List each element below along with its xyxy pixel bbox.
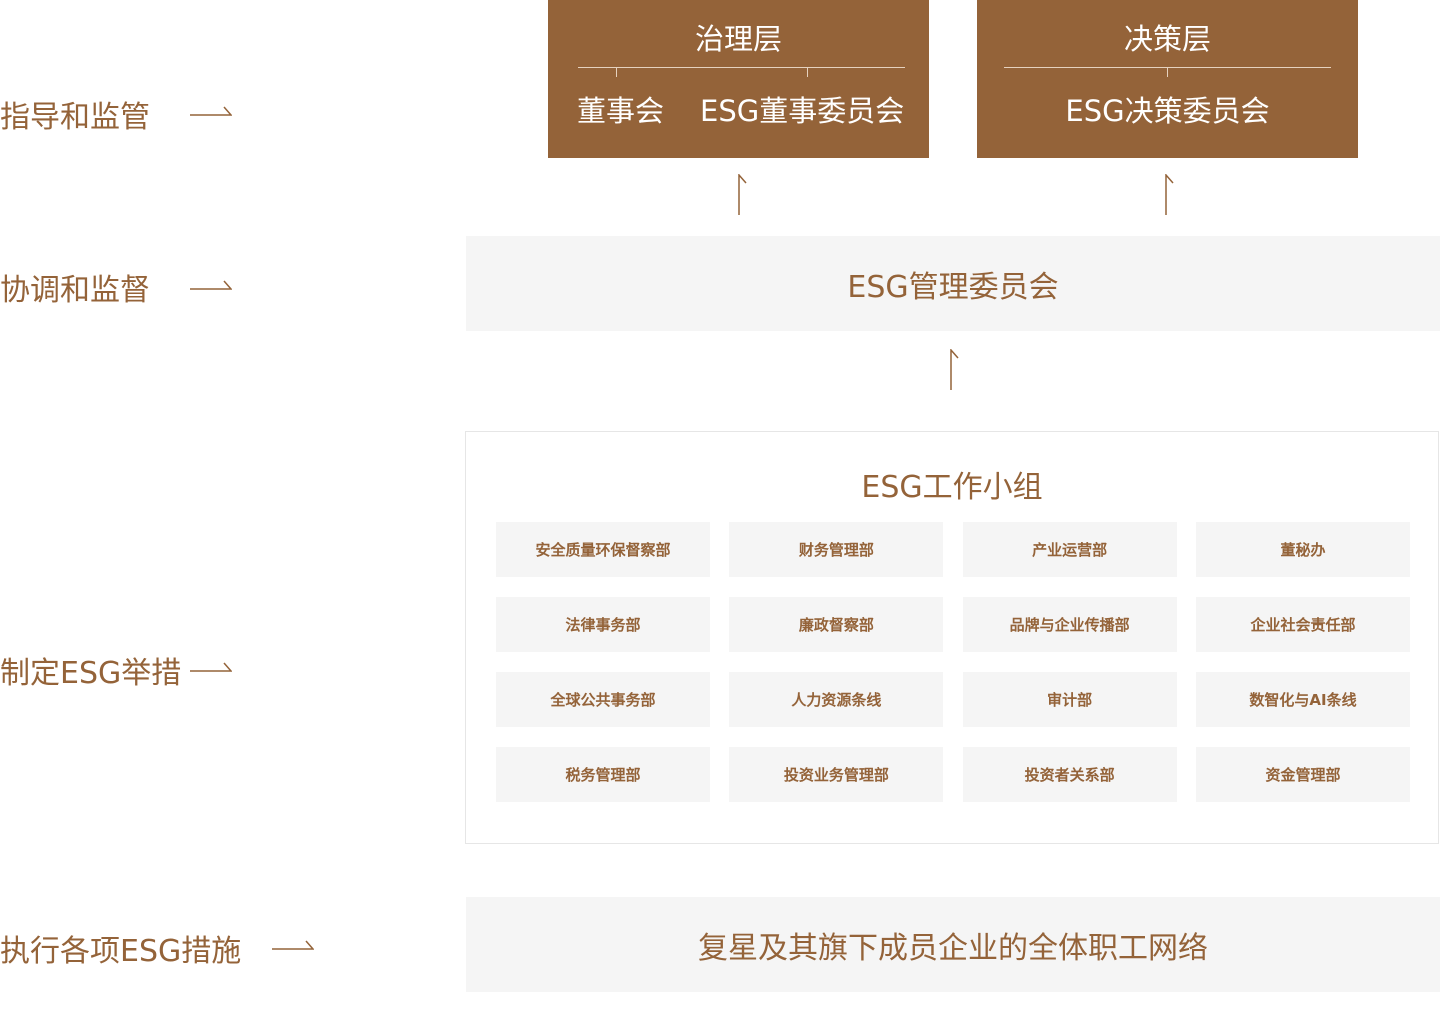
up-arrow-icon — [1158, 173, 1178, 216]
department-item: 安全质量环保督察部 — [496, 522, 710, 577]
right-arrow-icon — [190, 660, 232, 672]
decision-layer-box: 决策层 ESG决策委员会 — [977, 0, 1358, 158]
esg-decision-committee: ESG决策委员会 — [1065, 94, 1270, 128]
right-arrow-icon — [190, 104, 232, 116]
divider-tick — [616, 67, 617, 77]
department-item: 资金管理部 — [1195, 747, 1410, 802]
department-item: 企业社会责任部 — [1195, 597, 1410, 652]
employee-network: 复星及其旗下成员企业的全体职工网络 — [466, 897, 1440, 992]
board-of-directors: 董事会 — [577, 94, 665, 128]
department-grid: 安全质量环保督察部 财务管理部 产业运营部 董秘办 法律事务部 廉政督察部 品牌… — [496, 522, 1410, 802]
department-item: 全球公共事务部 — [496, 672, 710, 727]
esg-management-committee: ESG管理委员会 — [466, 236, 1440, 331]
up-arrow-icon — [731, 173, 751, 216]
up-arrow-icon — [943, 348, 963, 391]
department-item: 品牌与企业传播部 — [962, 597, 1177, 652]
department-item: 数智化与AI条线 — [1195, 672, 1410, 727]
department-item: 产业运营部 — [962, 522, 1177, 577]
label-execute-esg: 执行各项ESG措施 — [0, 934, 242, 969]
department-item: 廉政督察部 — [729, 597, 944, 652]
esg-board-committee: ESG董事委员会 — [700, 94, 905, 128]
right-arrow-icon — [272, 938, 314, 950]
decision-layer-title: 决策层 — [1123, 22, 1211, 56]
department-item: 投资者关系部 — [962, 747, 1177, 802]
label-guide-supervise: 指导和监管 — [0, 100, 150, 135]
divider-line — [578, 67, 905, 68]
divider-tick — [807, 67, 808, 77]
label-formulate-esg: 制定ESG举措 — [0, 656, 182, 691]
department-item: 董秘办 — [1195, 522, 1410, 577]
department-item: 税务管理部 — [496, 747, 710, 802]
esg-working-group-title: ESG工作小组 — [861, 470, 1043, 505]
department-item: 审计部 — [962, 672, 1177, 727]
department-item: 法律事务部 — [496, 597, 710, 652]
department-item: 财务管理部 — [729, 522, 944, 577]
label-coordinate-supervise: 协调和监督 — [0, 273, 150, 308]
governance-layer-box: 治理层 董事会 ESG董事委员会 — [548, 0, 929, 158]
department-item: 投资业务管理部 — [729, 747, 944, 802]
esg-working-group-box: ESG工作小组 安全质量环保督察部 财务管理部 产业运营部 董秘办 法律事务部 … — [465, 431, 1439, 844]
right-arrow-icon — [190, 278, 232, 290]
governance-layer-title: 治理层 — [694, 22, 782, 56]
divider-tick — [1167, 67, 1168, 77]
department-item: 人力资源条线 — [729, 672, 944, 727]
